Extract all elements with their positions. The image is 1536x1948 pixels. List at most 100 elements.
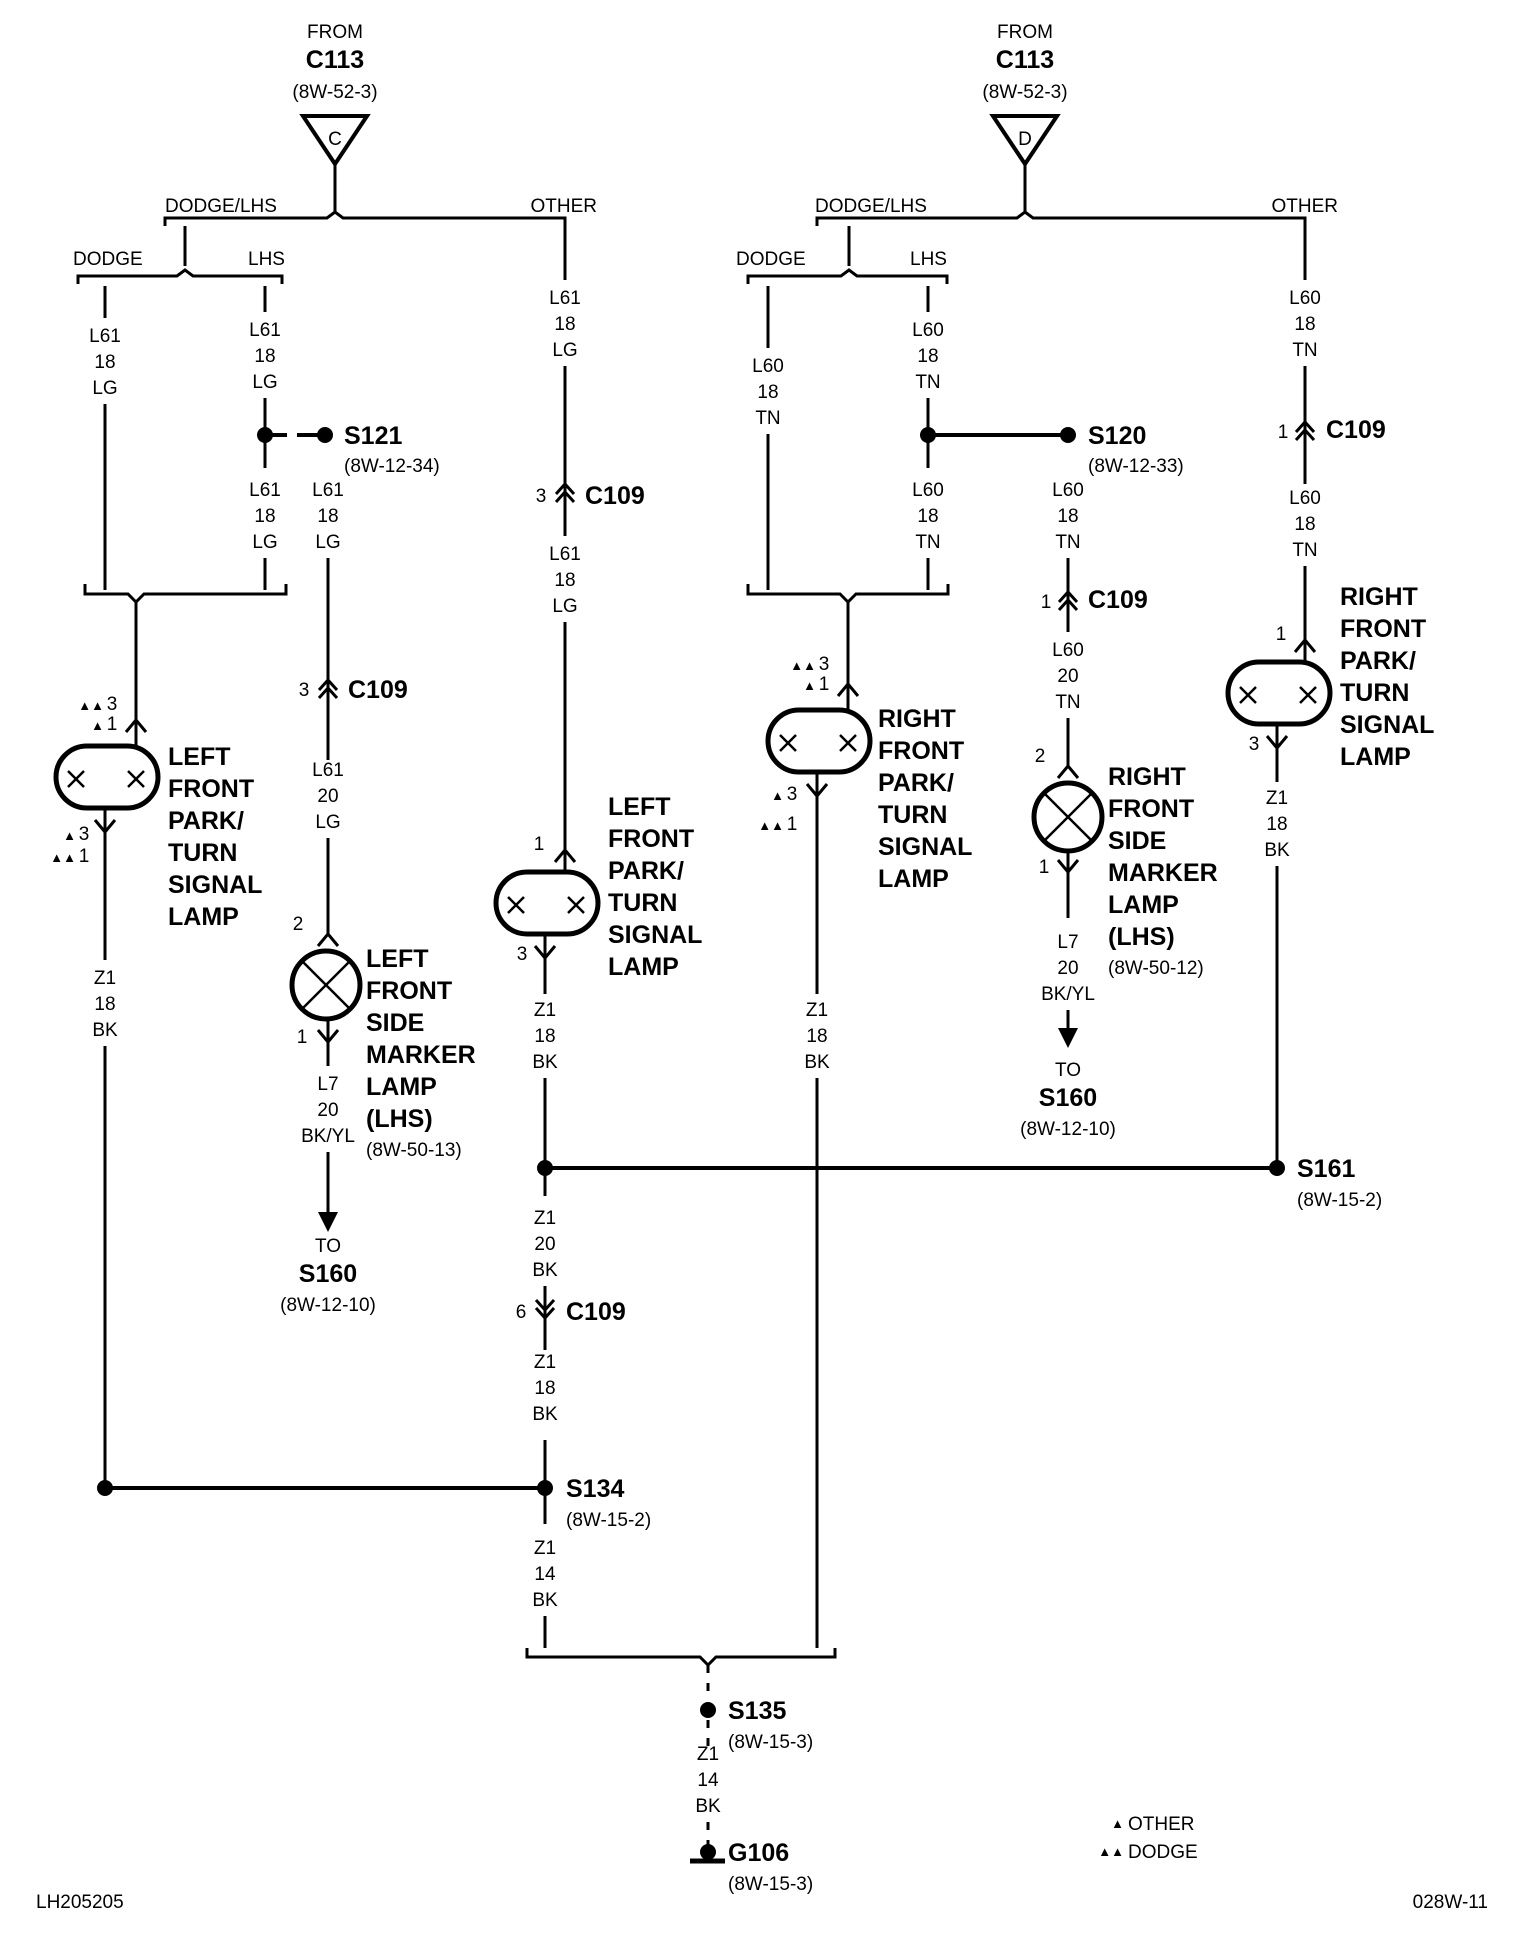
label-dodge: DODGE bbox=[736, 249, 806, 270]
connector-c-triangle bbox=[299, 114, 371, 168]
ground-g106-dot bbox=[700, 1844, 716, 1860]
wire-gauge: 18 bbox=[317, 506, 338, 527]
pin-label: 3 bbox=[299, 680, 310, 701]
wire-color: LG bbox=[552, 340, 577, 361]
triangle-marker: ▲▲ bbox=[78, 698, 104, 713]
filament-x-icon bbox=[1239, 686, 1317, 704]
lamp-name: LEFT bbox=[168, 743, 231, 771]
lamp-right-front-park-turn-other: 1 3 RIGHT FRONT PARK/ TURN SIGNAL LAMP bbox=[1225, 583, 1434, 771]
wire-gauge: 20 bbox=[317, 786, 338, 807]
lamp-body bbox=[53, 743, 161, 811]
wire-l61-to-marker: L61 18 LG 3 C109 L61 20 LG bbox=[299, 480, 408, 934]
triangle-marker: ▲ bbox=[771, 788, 784, 803]
wire-gauge: 20 bbox=[317, 1100, 338, 1121]
wire-code: L60 bbox=[912, 320, 944, 341]
lamp-name: PARK/ bbox=[168, 807, 244, 835]
wire-gauge: 18 bbox=[94, 994, 115, 1015]
label-other: OTHER bbox=[531, 196, 598, 217]
lamp-name: FRONT bbox=[1340, 615, 1426, 643]
lamp-name: FRONT bbox=[878, 737, 964, 765]
connector-c113-label: C113 bbox=[996, 46, 1054, 74]
pin-label: 3 bbox=[536, 486, 547, 507]
splice-bracket bbox=[76, 268, 284, 284]
pin-label: 1 bbox=[297, 1027, 308, 1048]
wire-l61-lhs: L61 18 LG S121 (8W-12-34) L61 18 LG bbox=[249, 286, 440, 590]
connector-c-letter: C bbox=[328, 129, 342, 150]
pin-label: 3 bbox=[107, 694, 118, 715]
lamp-name: FRONT bbox=[366, 977, 452, 1005]
filament-x-icon bbox=[67, 770, 145, 788]
bulb-x-icon bbox=[301, 960, 351, 1010]
wire-gauge: 18 bbox=[757, 382, 778, 403]
splice-s160-ref: (8W-12-10) bbox=[280, 1295, 376, 1316]
pin-connector bbox=[553, 847, 577, 863]
wire-color: TN bbox=[1055, 692, 1080, 713]
lamp-name: SIGNAL bbox=[168, 871, 262, 899]
wire-gauge: 18 bbox=[917, 346, 938, 367]
lamp-name: SIGNAL bbox=[608, 921, 702, 949]
pin-label: 1 bbox=[534, 834, 545, 855]
triangle-marker: ▲▲ bbox=[790, 658, 816, 673]
splice-s120-label: S120 bbox=[1088, 422, 1146, 450]
wire-gauge: 18 bbox=[554, 570, 575, 591]
splice-bracket bbox=[815, 210, 1307, 226]
lamp-name: LAMP bbox=[878, 865, 949, 893]
lamp-body bbox=[1225, 659, 1333, 727]
wire-code: L61 bbox=[249, 480, 281, 501]
wire-color: LG bbox=[92, 378, 117, 399]
lamp-name: LAMP bbox=[1340, 743, 1411, 771]
legend-dodge-marker: ▲▲ bbox=[1098, 1844, 1124, 1859]
lamp-name: RIGHT bbox=[1108, 763, 1186, 791]
wire-color: BK/YL bbox=[1041, 984, 1095, 1005]
lamp-left-front-park-turn-dodge: ▲▲ 3 ▲ 1 ▲ 3 ▲▲ 1 LEFT FRONT PARK/ TURN … bbox=[50, 694, 262, 931]
merge-bracket bbox=[83, 584, 288, 605]
wire-color: TN bbox=[915, 372, 940, 393]
pin-label: 1 bbox=[107, 714, 118, 735]
splice-s161-label: S161 bbox=[1297, 1155, 1355, 1183]
connector-c109-icon bbox=[317, 677, 339, 700]
wire-l60-lhs: L60 18 TN S120 (8W-12-33) L60 18 TN bbox=[912, 286, 1184, 590]
wire-gauge: 18 bbox=[254, 506, 275, 527]
figure-id-left: LH205205 bbox=[36, 1892, 124, 1913]
lamp-name: (LHS) bbox=[366, 1105, 433, 1133]
connector-c109-label: C109 bbox=[1326, 416, 1386, 444]
splice-s161-ref: (8W-15-2) bbox=[1297, 1190, 1382, 1211]
pin-label: 1 bbox=[1278, 422, 1289, 443]
wire-color: LG bbox=[252, 532, 277, 553]
splice-s135-dot bbox=[700, 1702, 716, 1718]
splice-s120-dot bbox=[1060, 427, 1076, 443]
label-lhs: LHS bbox=[248, 249, 285, 270]
arrow-down-icon bbox=[1058, 1028, 1078, 1048]
wire-gauge: 20 bbox=[534, 1234, 555, 1255]
splice-s121-dot bbox=[317, 427, 333, 443]
wire-gauge: 14 bbox=[697, 1770, 719, 1791]
wire-gauge: 18 bbox=[1266, 814, 1287, 835]
wire-code: Z1 bbox=[534, 1538, 556, 1559]
wire-code: L61 bbox=[312, 760, 344, 781]
splice-s161-dot bbox=[1269, 1160, 1285, 1176]
connector-c109-icon bbox=[1294, 419, 1316, 442]
lamp-name: SIDE bbox=[1108, 827, 1166, 855]
connector-d-letter: D bbox=[1018, 129, 1032, 150]
lamp-right-front-park-turn-dodge: ▲▲ 3 ▲ 1 ▲ 3 ▲▲ 1 RIGHT FRONT PARK/ TURN… bbox=[758, 654, 972, 893]
label-dodge-lhs: DODGE/LHS bbox=[815, 196, 927, 217]
lamp-ref: (8W-50-12) bbox=[1108, 958, 1204, 979]
wire-code: L60 bbox=[912, 480, 944, 501]
wire-code: L7 bbox=[317, 1074, 338, 1095]
triangle-marker: ▲ bbox=[803, 678, 816, 693]
splice-s120-ref: (8W-12-33) bbox=[1088, 456, 1184, 477]
pin-label: 3 bbox=[79, 824, 90, 845]
merge-bracket bbox=[746, 584, 950, 605]
lamp-name: TURN bbox=[168, 839, 237, 867]
wire-code: Z1 bbox=[534, 1208, 556, 1229]
from-label: FROM bbox=[997, 22, 1053, 43]
legend-dodge-label: DODGE bbox=[1128, 1842, 1198, 1863]
lamp-body bbox=[765, 707, 873, 775]
lamp-name: MARKER bbox=[1108, 859, 1218, 887]
label-dodge-lhs: DODGE/LHS bbox=[165, 196, 277, 217]
connector-c109-label: C109 bbox=[566, 1298, 626, 1326]
connector-c113-label: C113 bbox=[306, 46, 364, 74]
wire-color: BK bbox=[532, 1404, 558, 1425]
wire-l60-other: L60 18 TN 1 C109 L60 18 TN bbox=[1278, 226, 1386, 662]
